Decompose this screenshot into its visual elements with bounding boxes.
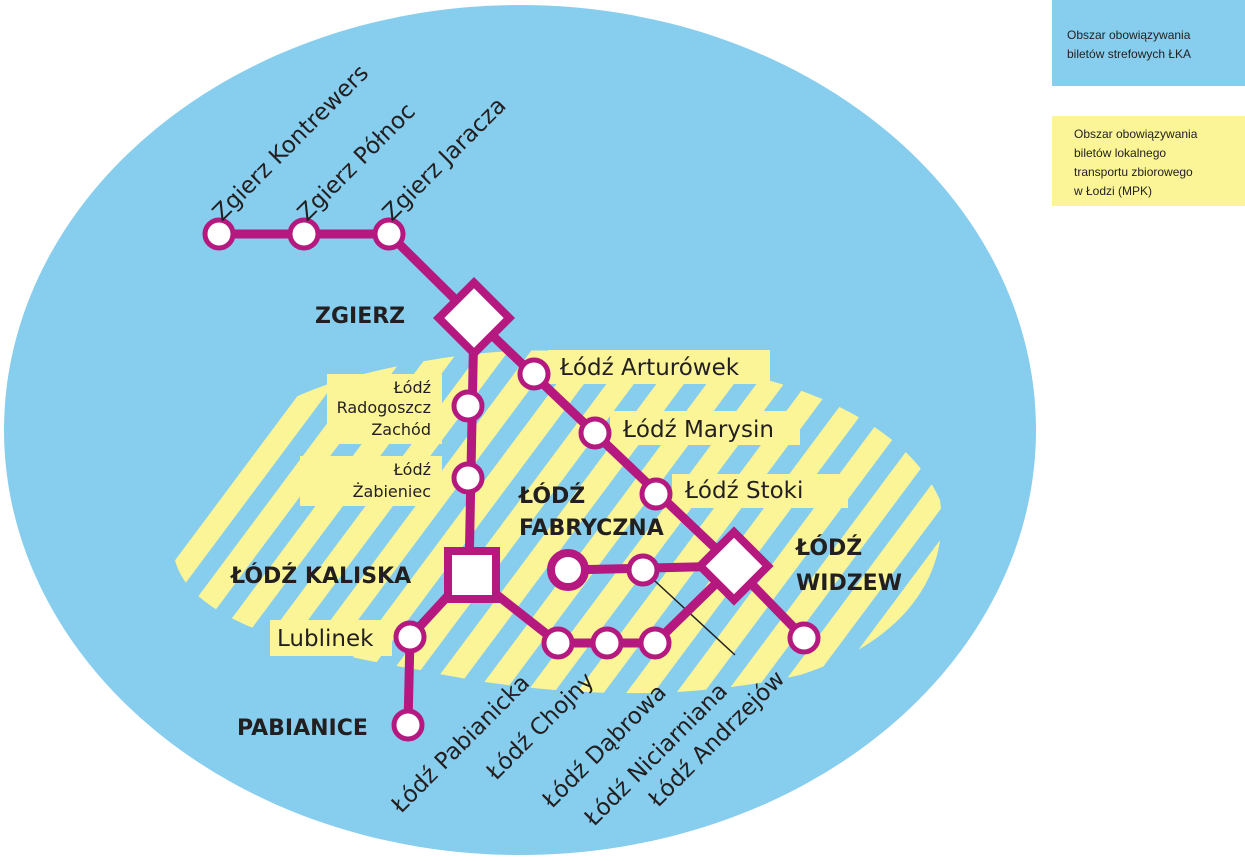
station-andrzejow [787,621,821,655]
label-backgrounds [270,350,848,656]
station-radogoszcz [451,389,485,423]
hub-kaliska-marker [444,547,500,603]
label-zabieniec-2: Żabieniec [353,482,431,501]
station-dabrowa [638,626,672,660]
label-pabianice: PABIANICE [237,716,368,741]
label-radogoszcz-3: Zachód [371,420,431,439]
legend-ticket-zone: Obszar obowiązywania biletów strefowych … [1052,0,1245,86]
label-arturowek: Łódź Arturówek [559,355,740,381]
station-pabianicka [541,626,575,660]
legend-city-zone-line1: Obszar obowiązywania [1074,127,1198,141]
label-kaliska: ŁÓDŹ KALISKA [230,563,411,589]
label-fabryczna-2: FABRYCZNA [519,516,664,541]
line-zgierz-kaliska [464,313,479,578]
label-lublinek: Lublinek [277,626,374,652]
stations [202,217,821,742]
station-pabianice [391,708,425,742]
hub-widzew-marker [694,526,774,606]
legend-city-zone-line3: transportu zbiorowego [1074,165,1193,179]
legend-city-zone-line4: w Łodzi (MPK) [1074,184,1153,198]
station-marysin [578,416,612,450]
label-zgierz: ZGIERZ [315,304,405,329]
station-kontrewers [202,217,236,251]
station-arturowek [517,357,551,391]
station-stoki [639,477,673,511]
label-marysin: Łódź Marysin [622,417,774,443]
station-zabieniec [451,461,485,495]
hub-zgierz-marker [432,276,516,360]
legend-city-zone-line2: biletów lokalnego [1074,146,1167,160]
label-radogoszcz-1: Łódź [393,378,431,397]
label-stoki: Łódź Stoki [684,478,803,504]
legend-ticket-zone-line2: biletów strefowych ŁKA [1067,47,1192,61]
station-niciarniana [626,553,660,587]
label-widzew-1: ŁÓDŹ [795,535,862,561]
label-radogoszcz-2: Radogoszcz [337,398,431,417]
legend-city-zone: Obszar obowiązywania biletów lokalnego t… [1052,116,1245,206]
station-chojny [590,626,624,660]
label-zabieniec-1: Łódź [393,460,431,479]
label-fabryczna-1: ŁÓDŹ [518,483,585,509]
label-widzew-2: WIDZEW [796,571,902,596]
station-lublinek [393,620,427,654]
station-jaracza [372,217,406,251]
station-polnoc [287,217,321,251]
legend-ticket-zone-line1: Obszar obowiązywania [1067,28,1191,42]
hub-fabryczna-marker [547,549,589,591]
